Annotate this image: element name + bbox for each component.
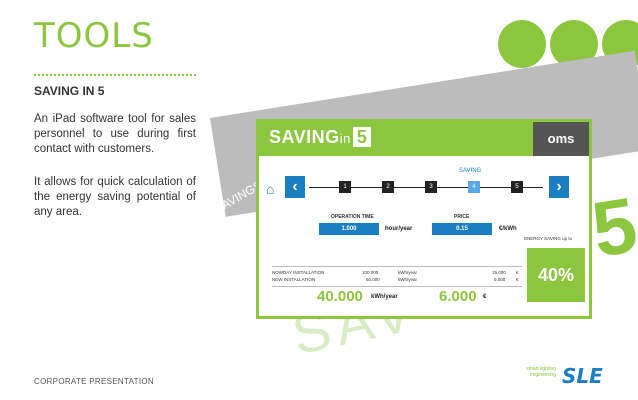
previous-step-button[interactable]: ‹ [285,176,305,198]
operation-time-unit: hour/year [385,226,413,232]
step-caption: SAVING [459,168,482,174]
oms-logo: oms [533,122,589,156]
sle-logo: SLE [562,364,603,388]
price-unit: €/kWh [499,226,517,232]
row-kwh: 60.000 [366,277,380,282]
step-4[interactable]: 4 [468,181,480,193]
row-label: NOWDAY INSTALLATION [272,270,325,275]
step-1[interactable]: 1 [339,181,351,193]
description-paragraph: An iPad software tool for sales personne… [34,113,196,155]
decorative-circle [498,20,546,68]
row-kwh: 100.000 [362,270,379,275]
total-kwh: 40.000 [317,288,363,305]
page-title: TOOLS [34,16,154,56]
app-title-in: in [339,131,351,146]
row-eur-unit: € [516,270,519,275]
app-title-saving: SAVING [269,127,340,147]
row-kwh-unit: kWh/year [398,270,418,275]
total-eur-unit: € [483,294,487,300]
title-divider [34,74,196,76]
row-eur: 9.000 [494,277,506,282]
description-paragraph: It allows for quick calculation of the e… [34,176,196,218]
step-2[interactable]: 2 [382,181,394,193]
table-divider [272,266,522,267]
row-label: NEW INSTALLATION [272,277,316,282]
total-eur: 6.000 [439,288,477,305]
app-title-five: 5 [352,127,372,147]
home-icon[interactable]: ⌂ [266,181,275,197]
section-title: SAVING IN 5 [34,84,105,98]
brand-tagline: smart lighting engineering [526,366,556,378]
step-5[interactable]: 5 [511,181,523,193]
next-step-button[interactable]: › [549,176,569,198]
price-label: PRICE [454,214,470,220]
step-3[interactable]: 3 [425,181,437,193]
background-big-five: 5 [585,180,638,274]
footer-label: CORPORATE PRESENTATION [34,377,154,386]
operation-time-label: OPERATION TIME [331,214,374,220]
total-kwh-unit: kWh/year [371,294,398,300]
table-divider [272,286,522,287]
operation-time-input[interactable]: 1.000 [319,223,379,235]
row-eur-unit: € [516,277,519,282]
energy-saving-label: ENERGY SAVING up to [524,236,573,241]
decorative-circles [498,16,638,76]
price-input[interactable]: 0.15 [432,223,492,235]
row-kwh-unit: kWh/year [398,277,418,282]
row-eur: 15.000 [492,270,506,275]
energy-saving-value: 40% [527,248,585,302]
brand-block: smart lighting engineering SLE [510,364,620,394]
